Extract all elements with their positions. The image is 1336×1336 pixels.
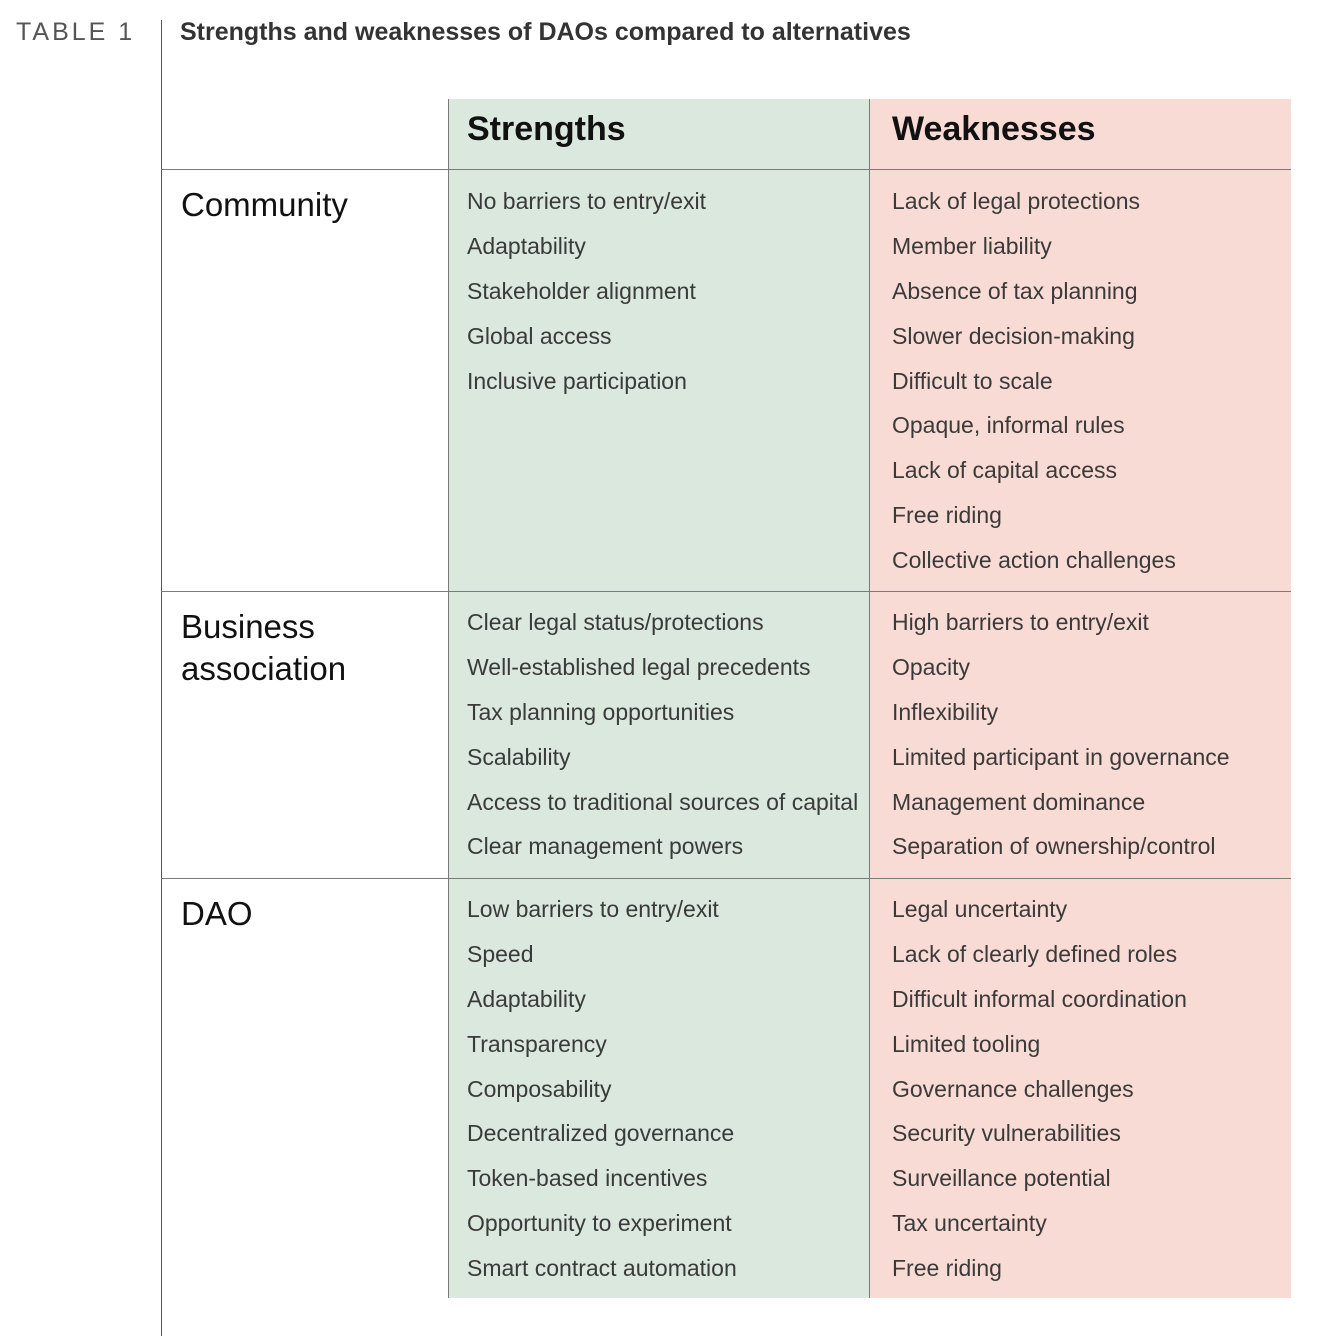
list-item: Limited tooling <box>892 1030 1041 1057</box>
list-item: Scalability <box>467 743 571 770</box>
business-weaknesses-list: High barriers to entry/exit Opacity Infl… <box>892 600 1230 869</box>
community-strengths-list: No barriers to entry/exit Adaptability S… <box>467 179 706 403</box>
community-weaknesses-list: Lack of legal protections Member liabili… <box>892 179 1176 583</box>
left-vertical-rule <box>161 20 162 1336</box>
list-item: Free riding <box>892 1255 1002 1282</box>
list-item: Lack of capital access <box>892 457 1118 484</box>
list-item: Management dominance <box>892 788 1146 815</box>
list-item: Speed <box>467 940 534 967</box>
list-item: Lack of clearly defined roles <box>892 940 1178 967</box>
row-divider-community <box>161 591 1291 592</box>
list-item: Access to traditional sources of capital <box>467 788 859 815</box>
list-item: Clear management powers <box>467 833 744 860</box>
list-item: Clear legal status/protections <box>467 609 764 635</box>
list-item: Composability <box>467 1075 612 1102</box>
list-item: Decentralized governance <box>467 1120 735 1147</box>
list-item: Adaptability <box>467 232 586 259</box>
business-strengths-list: Clear legal status/protections Well-esta… <box>467 600 858 869</box>
weaknesses-column-background <box>870 99 1291 1298</box>
list-item: Tax uncertainty <box>892 1210 1047 1237</box>
list-item: Opportunity to experiment <box>467 1210 732 1237</box>
list-item: Transparency <box>467 1030 607 1057</box>
list-item: Difficult informal coordination <box>892 985 1187 1012</box>
list-item: High barriers to entry/exit <box>892 609 1149 635</box>
list-item: Well-established legal precedents <box>467 653 811 680</box>
weaknesses-header: Weaknesses <box>892 110 1096 148</box>
list-item: Security vulnerabilities <box>892 1120 1121 1147</box>
row-label-dao: DAO <box>181 895 253 932</box>
list-item: Inclusive participation <box>467 367 687 394</box>
strengths-header: Strengths <box>467 110 626 148</box>
dao-strengths-list: Low barriers to entry/exit Speed Adaptab… <box>467 887 737 1291</box>
row-label-community: Community <box>181 186 348 223</box>
list-item: Surveillance potential <box>892 1165 1111 1192</box>
list-item: Difficult to scale <box>892 367 1053 394</box>
list-item: Limited participant in governance <box>892 743 1230 770</box>
row-label-business-association: Business association <box>181 608 347 687</box>
list-item: Member liability <box>892 232 1052 259</box>
list-item: Global access <box>467 322 612 349</box>
list-item: Slower decision-making <box>892 322 1135 349</box>
row-divider-business <box>161 878 1291 879</box>
list-item: Separation of ownership/control <box>892 833 1216 860</box>
list-item: Opacity <box>892 653 970 680</box>
header-divider <box>161 169 1291 170</box>
strengths-column-background <box>448 99 870 1298</box>
weaknesses-column-divider <box>869 99 870 1298</box>
strengths-column-divider <box>448 99 449 1298</box>
list-item: Inflexibility <box>892 698 999 725</box>
list-item: Stakeholder alignment <box>467 277 696 304</box>
list-item: Free riding <box>892 502 1002 529</box>
list-item: Adaptability <box>467 985 586 1012</box>
list-item: Low barriers to entry/exit <box>467 896 719 922</box>
dao-weaknesses-list: Legal uncertainty Lack of clearly define… <box>892 887 1187 1291</box>
list-item: Lack of legal protections <box>892 188 1141 214</box>
list-item: No barriers to entry/exit <box>467 188 707 214</box>
list-item: Collective action challenges <box>892 547 1176 574</box>
list-item: Governance challenges <box>892 1075 1134 1102</box>
list-item: Absence of tax planning <box>892 277 1138 304</box>
table-title: Strengths and weaknesses of DAOs compare… <box>180 18 911 46</box>
list-item: Smart contract automation <box>467 1255 737 1282</box>
list-item: Legal uncertainty <box>892 896 1068 922</box>
list-item: Token-based incentives <box>467 1165 708 1192</box>
table-number-label: TABLE 1 <box>16 18 136 46</box>
list-item: Opaque, informal rules <box>892 412 1125 439</box>
list-item: Tax planning opportunities <box>467 698 735 725</box>
